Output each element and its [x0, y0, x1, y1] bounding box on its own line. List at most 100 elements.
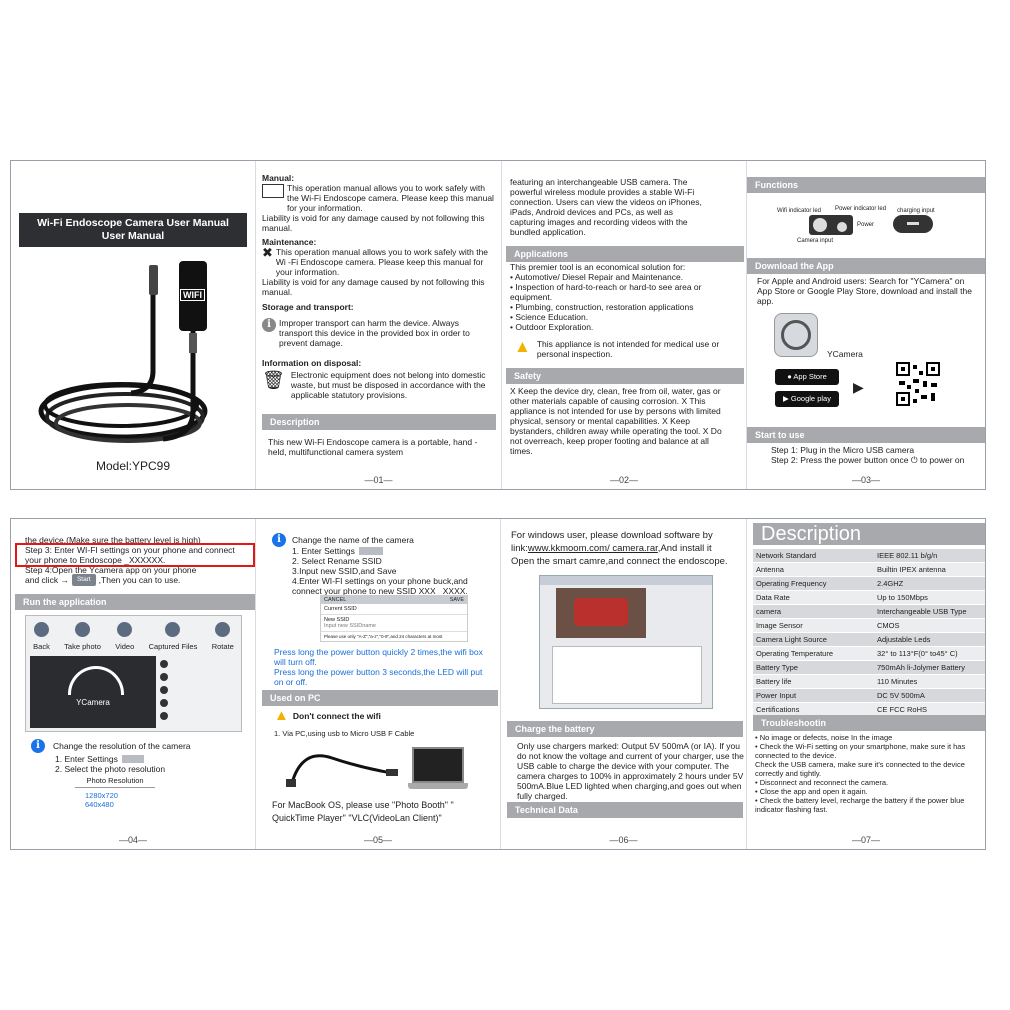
page-number: —03— — [851, 475, 880, 485]
model-label: Model:YPC99 — [95, 459, 171, 473]
rename-step2: 2. Select Rename SSID — [292, 556, 382, 566]
power-label: Power — [857, 222, 875, 228]
resolution-option-1280[interactable]: 1280x720 — [85, 791, 118, 800]
resolution-title: Photo Resolution — [75, 776, 155, 788]
safety-text: X Keep the device dry, clean, free from … — [510, 386, 722, 456]
maintenance-heading: Maintenance: — [262, 237, 317, 247]
cover-title-line1: Wi-Fi Endoscope Camera User Manual — [37, 217, 229, 229]
side-button-icon[interactable] — [160, 673, 168, 681]
spec-label: Antenna — [753, 562, 874, 577]
page-number: —05— — [363, 835, 392, 845]
troubleshooting-bar: Troubleshootin — [753, 715, 985, 731]
rotate-icon[interactable] — [215, 622, 231, 637]
recycle-bin-crossed-icon: 🗑 — [262, 370, 285, 390]
side-button-icon[interactable] — [160, 712, 168, 720]
list-item: • Science Education. — [510, 312, 589, 322]
windows-text-1: For windows user, please download softwa… — [511, 530, 713, 554]
description-bar: Description — [262, 414, 496, 430]
google-play-button[interactable]: ▶ Google play — [775, 391, 839, 407]
apple-icon: ● — [787, 372, 792, 381]
laptop-image — [408, 747, 468, 791]
manual-liability: Liability is void for any damage caused … — [262, 213, 485, 233]
ycamera-app-icon[interactable] — [774, 313, 818, 357]
disposal-text: Electronic equipment does not belong int… — [290, 370, 486, 400]
qr-code — [895, 361, 941, 407]
list-item: • No image or defects, noise In the imag… — [755, 733, 893, 742]
continued-text: the device.(Make sure the battery level … — [25, 535, 201, 545]
spec-label: Battery Type — [753, 660, 874, 675]
panel-applications-safety: featuring an interchangeable USB camera.… — [502, 161, 747, 489]
folder-icon[interactable] — [165, 622, 181, 637]
spec-label: Operating Frequency — [753, 576, 874, 591]
spec-label: Operating Temperature — [753, 646, 874, 661]
manual-sheet-top: Wi-Fi Endoscope Camera User Manual User … — [10, 160, 986, 490]
start-button[interactable]: Start — [71, 574, 96, 586]
tech-data-bar: Technical Data — [507, 802, 743, 818]
dialog-save-button[interactable]: SAVE — [449, 597, 464, 603]
page-number: —07— — [851, 835, 880, 845]
side-button-icon[interactable] — [160, 699, 168, 707]
rename-step1-text: 1. Enter Settings — [292, 546, 355, 556]
manual-text: This operation manual allows you to work… — [287, 183, 494, 213]
side-button-icon[interactable] — [160, 660, 168, 668]
list-item: • Close the app and open it again. — [755, 787, 868, 796]
video-icon[interactable] — [117, 622, 133, 637]
resolution-heading: Change the resolution of the camera — [53, 741, 191, 751]
panel-windows-charge: For windows user, please download softwa… — [501, 519, 747, 849]
captured-files-label: Captured Files — [148, 642, 198, 651]
download-link[interactable]: www.kkmoom.com/ camera.rar — [527, 543, 658, 554]
app-store-button[interactable]: ● App Store — [775, 369, 839, 385]
dialog-note: Please use only "A-Z","a-z","0-9",and 24… — [324, 634, 443, 639]
troubleshooting-list: • No image or defects, noise In the imag… — [755, 733, 981, 814]
panel-rename-pc: i Change the name of the camera 1. Enter… — [256, 519, 501, 849]
rename-step1: 1. Enter Settings — [292, 546, 492, 556]
spec-value: DC 5V 500mA — [874, 688, 985, 703]
app-preview-screen: YCamera — [30, 656, 156, 728]
cover-title-line2: User Manual — [101, 230, 165, 242]
step4-click: and click → — [25, 575, 69, 585]
dialog-new-ssid-input[interactable]: Input new SSIDname — [321, 623, 467, 632]
dialog-cancel-button[interactable]: CANCEL — [324, 597, 347, 603]
camera-icon[interactable] — [75, 622, 91, 637]
phone-app-screenshot: Back Take photo Video Captured Files Rot… — [25, 615, 242, 732]
resolution-step1-text: 1. Enter Settings — [55, 754, 118, 764]
maintenance-text: This operation manual allows you to work… — [275, 247, 489, 277]
list-item: • Outdoor Exploration. — [510, 322, 594, 332]
dongle-logo: WIFI — [180, 289, 205, 301]
endoscope-product-image — [38, 261, 208, 443]
storage-text: Improper transport can harm the device. … — [279, 318, 470, 348]
description-text: This new Wi-Fi Endoscope camera is a por… — [268, 437, 478, 457]
page-number: —02— — [609, 475, 638, 485]
wifi-signal-icon — [68, 666, 124, 695]
spec-value: IEEE 802.11 b/g/n — [874, 549, 985, 563]
info-icon: i — [262, 318, 276, 332]
resolution-step2: 2. Select the photo resolution — [55, 764, 166, 774]
spec-value: 750mAh li-Jolymer Battery — [874, 660, 985, 675]
charging-label: charging input — [897, 208, 935, 214]
screen-logo: YCamera — [76, 698, 110, 707]
step3-highlight-box — [15, 543, 255, 567]
google-play-label: Google play — [790, 394, 831, 403]
usb-cable-image — [286, 754, 398, 787]
settings-chip[interactable] — [121, 755, 144, 763]
list-item: Check the USB camera, make sure it's con… — [755, 760, 965, 778]
charge-bar: Charge the battery — [507, 721, 743, 737]
step4-text: Step 4:Open the Ycamera app on your phon… — [25, 565, 197, 575]
cover-panel: Wi-Fi Endoscope Camera User Manual User … — [11, 161, 256, 489]
list-item: • Check the Wi-Fi setting on your smartp… — [755, 742, 966, 760]
applications-lead: This premier tool is an economical solut… — [510, 262, 686, 272]
settings-chip[interactable] — [358, 547, 383, 555]
rename-step4: 4.Enter WI-FI settings on your phone buc… — [292, 576, 468, 596]
spec-value: CMOS — [874, 618, 985, 633]
side-button-icon[interactable] — [160, 686, 168, 694]
settings-form — [552, 646, 702, 704]
via-pc-text: 1. Via PC,using usb to Micro USB F Cable — [274, 729, 415, 738]
spec-label: Power Input — [753, 688, 874, 703]
page-number: —06— — [609, 835, 638, 845]
resolution-option-640[interactable]: 640x480 — [85, 800, 114, 809]
spec-label: camera — [753, 604, 874, 619]
back-icon[interactable] — [34, 622, 49, 637]
spec-value: Adjustable Leds — [874, 632, 985, 647]
